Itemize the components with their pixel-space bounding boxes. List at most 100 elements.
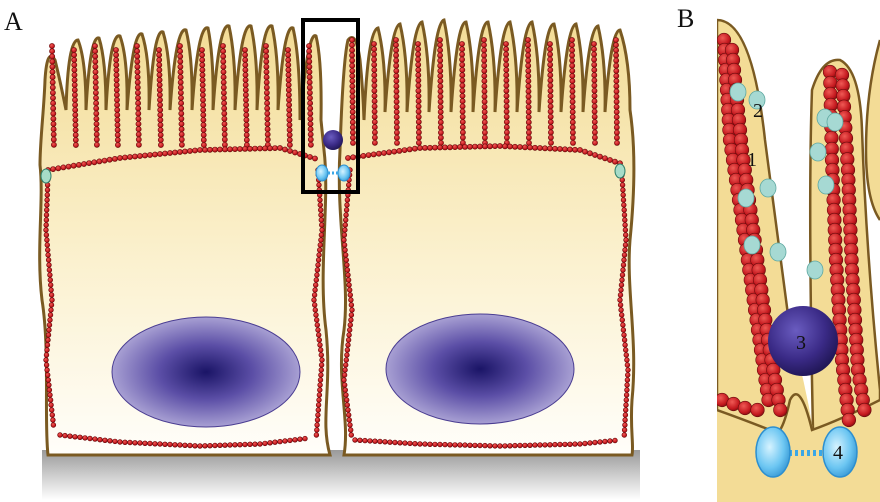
actin-bead [543, 443, 548, 448]
actin-bead [307, 154, 312, 159]
actin-bead [221, 64, 226, 69]
actin-bead [482, 120, 487, 125]
actin-bead [614, 68, 619, 73]
actin-bead [548, 119, 553, 124]
actin-bead [460, 135, 465, 140]
actin-bead [482, 79, 487, 84]
actin-bead [44, 233, 49, 238]
actin-bead [438, 53, 443, 58]
actin-bead [591, 47, 596, 52]
actin-bead [307, 75, 312, 80]
actin-bead [113, 47, 118, 52]
actin-bead [497, 143, 502, 148]
actin-bead [307, 95, 312, 100]
callout-2: 2 [753, 100, 763, 122]
actin-bead [460, 57, 465, 62]
actin-bead [48, 273, 53, 278]
actin-bead [237, 146, 242, 151]
actin-bead [135, 69, 140, 74]
actin-bead [115, 132, 120, 137]
actin-bead [504, 135, 509, 140]
actin-bead [115, 112, 120, 117]
actin-bead [158, 107, 163, 112]
actin-bead [93, 49, 98, 54]
actin-bead [243, 87, 248, 92]
actin-bead [94, 101, 99, 106]
actin-bead [624, 398, 629, 403]
actin-bead [621, 323, 626, 328]
actin-bead [513, 443, 518, 448]
actin-bead [94, 111, 99, 116]
actin-bead [158, 102, 163, 107]
actin-bead [132, 154, 137, 159]
actin-bead [393, 43, 398, 48]
actin-bead [548, 442, 553, 447]
actin-bead [50, 90, 55, 95]
actin-bead [264, 54, 269, 59]
actin-bead [621, 198, 626, 203]
actin-bead [50, 95, 55, 100]
actin-bead [316, 408, 321, 413]
actin-bead [92, 160, 97, 165]
actin-bead [135, 95, 140, 100]
actin-bead [50, 54, 55, 59]
actin-bead [482, 89, 487, 94]
actin-bead [621, 268, 626, 273]
actin-bead [44, 353, 49, 358]
actin-bead [472, 144, 477, 149]
actin-bead [598, 440, 603, 445]
actin-bead [115, 142, 120, 147]
actin-bead [317, 393, 322, 398]
actin-bead [614, 48, 619, 53]
actin-bead [134, 43, 139, 48]
lateral-junction-right [615, 164, 625, 178]
actin-bead [592, 78, 597, 83]
actin-bead [372, 135, 377, 140]
actin-bead [303, 436, 308, 441]
actin-bead [307, 85, 312, 90]
actin-bead [482, 48, 487, 53]
actin-bead [247, 146, 252, 151]
actin-bead [308, 142, 313, 147]
actin-bead [94, 106, 99, 111]
actin-bead [318, 203, 323, 208]
actin-bead [468, 443, 473, 448]
actin-bead [346, 278, 351, 283]
actin-bead [157, 52, 162, 57]
actin-bead [81, 161, 86, 166]
actin-bead [372, 104, 377, 109]
actin-bead [46, 258, 51, 263]
actin-bead [504, 109, 509, 114]
actin-bead [620, 278, 625, 283]
actin-bead [118, 440, 123, 445]
actin-bead [614, 94, 619, 99]
actin-bead [201, 107, 206, 112]
actin-bead [158, 442, 163, 447]
actin-bead [48, 393, 53, 398]
actin-bead [200, 82, 205, 87]
actin-bead [350, 63, 355, 68]
actin-bead [381, 150, 386, 155]
actin-bead [483, 443, 488, 448]
callout-3: 3 [796, 332, 806, 354]
actin-bead [526, 115, 531, 120]
actin-bead [570, 84, 575, 89]
actin-bead [570, 109, 575, 114]
actin-bead [136, 111, 141, 116]
actin-bead [614, 130, 619, 135]
actin-bead [460, 99, 465, 104]
actin-bead [504, 78, 509, 83]
actin-bead [48, 313, 53, 318]
actin-bead [548, 114, 553, 119]
actin-bead [316, 403, 321, 408]
actin-bead [135, 90, 140, 95]
actin-bead [394, 140, 399, 145]
actin-bead [94, 132, 99, 137]
actin-bead [158, 132, 163, 137]
actin-bead [212, 147, 217, 152]
actin-bead [622, 433, 627, 438]
actin-bead [394, 58, 399, 63]
actin-bead [243, 62, 248, 67]
actin-bead [68, 434, 73, 439]
